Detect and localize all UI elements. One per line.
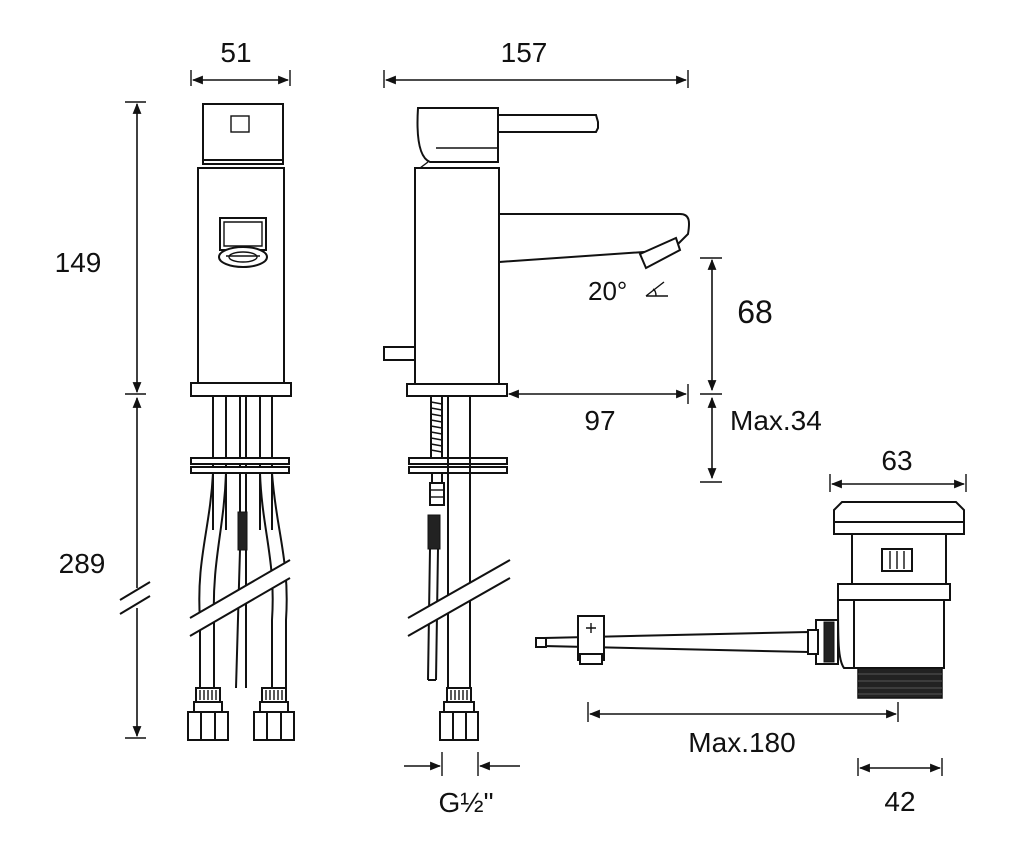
dim-label-waste-diameter: 63 [881, 445, 912, 476]
dim-label-hose-length: 289 [59, 548, 106, 579]
dimension-lines [119, 70, 967, 776]
dim-label-spout-reach: 97 [584, 405, 615, 436]
front-washer-bottom [190, 466, 290, 474]
side-base [406, 383, 508, 397]
pop-up-waste [535, 501, 965, 699]
side-body [414, 167, 500, 385]
dim-label-max-deck: Max.34 [730, 405, 822, 436]
dim-label-side-length: 157 [501, 37, 548, 68]
dim-label-waste-thread: 42 [884, 786, 915, 817]
side-nut [439, 687, 479, 741]
side-lever [497, 114, 599, 133]
pop-up-knob [383, 346, 416, 361]
side-view [383, 107, 690, 741]
side-aerator [638, 236, 682, 270]
dim-label-front-width: 51 [220, 37, 251, 68]
front-view [187, 103, 295, 741]
dim-label-rod-max-length: Max.180 [688, 727, 795, 758]
side-threaded-stud [430, 395, 443, 462]
dim-label-spout-clearance: 68 [737, 294, 773, 330]
front-aerator [218, 217, 268, 268]
front-base [190, 382, 292, 397]
front-handle-marker [230, 115, 250, 133]
side-handle [416, 107, 499, 163]
front-body [197, 167, 285, 384]
dim-label-spout-angle: 20° [588, 276, 627, 306]
dim-label-connection-thread: G½" [438, 787, 493, 818]
front-left-nut [187, 687, 229, 741]
dim-label-body-height: 149 [55, 247, 102, 278]
front-handle [202, 103, 284, 165]
front-washer-top [190, 457, 290, 465]
front-right-nut [253, 687, 295, 741]
